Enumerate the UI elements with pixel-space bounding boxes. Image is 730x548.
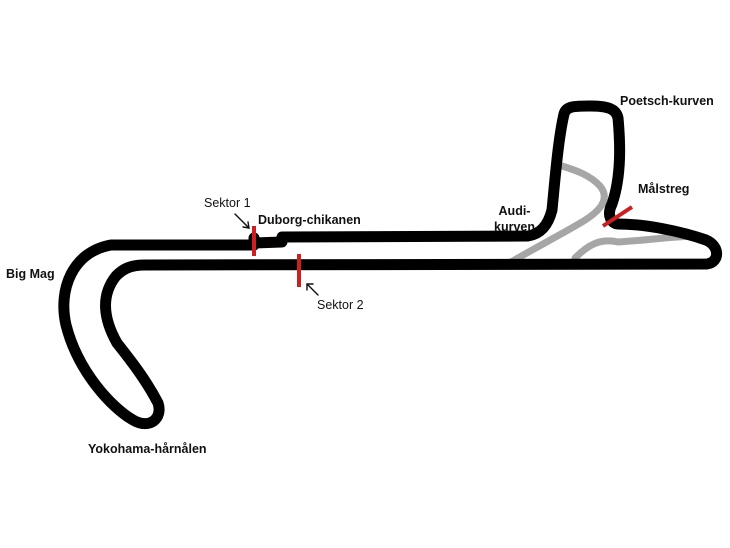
sektor-1-arrow (234, 213, 250, 229)
pointer-arrows (234, 213, 319, 296)
grey-branch-outer (507, 162, 608, 266)
sektor-2-arrowhead (306, 283, 314, 291)
label-audi-line1: Audi- (498, 204, 531, 218)
sektor-2-arrow (306, 283, 319, 296)
main-track (58, 100, 723, 430)
label-duborg-chikanen: Duborg-chikanen (258, 213, 361, 227)
grey-branch-inner (571, 232, 704, 262)
track-markers (252, 205, 634, 287)
label-sektor-1: Sektor 1 (204, 196, 251, 210)
label-sektor-2: Sektor 2 (317, 298, 364, 312)
label-big-mag: Big Mag (6, 267, 55, 281)
label-yokohama-harnalen: Yokohama-hårnålen (88, 442, 207, 456)
label-malstreg: Målstreg (638, 182, 690, 196)
label-poetsch-kurven: Poetsch-kurven (620, 94, 714, 108)
label-audi-kurven: Audi- kurven (494, 204, 535, 235)
label-audi-line2: kurven (494, 219, 535, 234)
malstreg-marker (601, 205, 634, 228)
sektor-1-arrowhead (242, 221, 250, 229)
